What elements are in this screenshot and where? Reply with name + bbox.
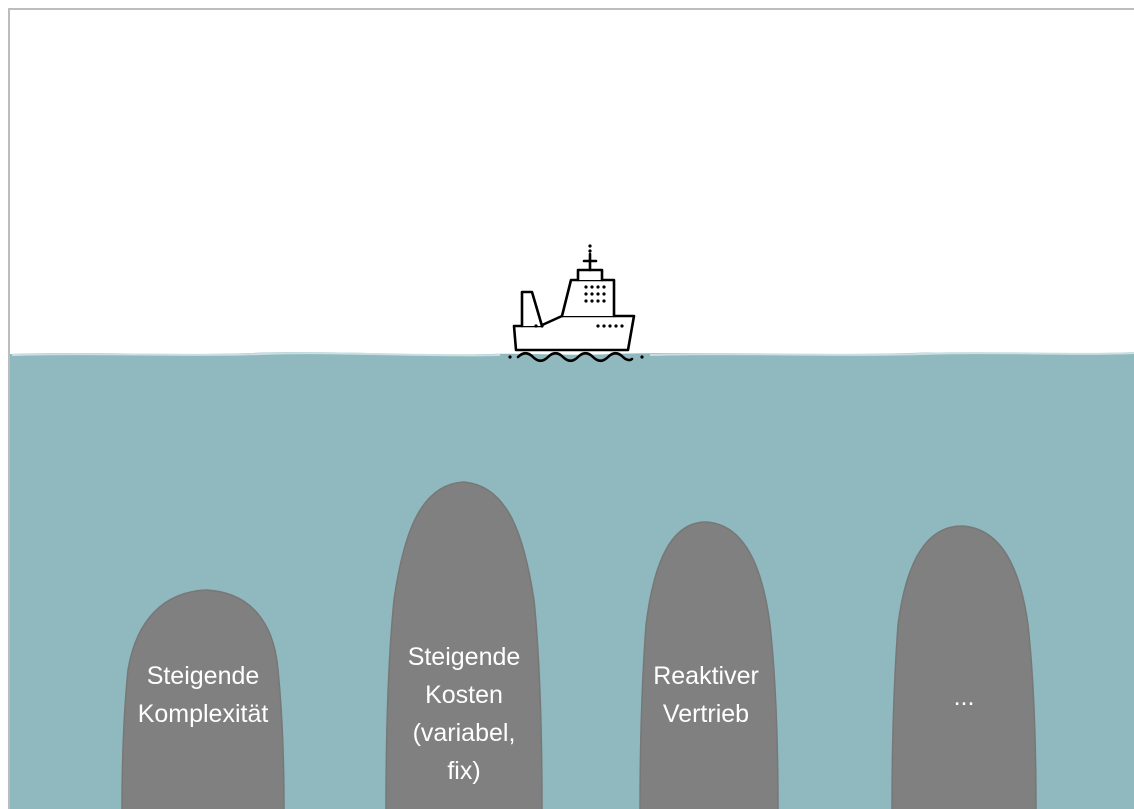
rock-label-sales: Reaktiver Vertrieb (653, 662, 759, 728)
rock-shape (121, 589, 285, 809)
water-body (10, 352, 1134, 809)
ship-icon (512, 252, 636, 363)
rock-shape (385, 481, 543, 809)
rock-shape (891, 525, 1037, 809)
rock-shape (639, 521, 779, 809)
diagram-frame: Steigende Komplexität Steigende Kosten (… (8, 8, 1134, 809)
iceberg-scene (10, 244, 1134, 809)
rock-label-costs: Steigende Kosten (variabel, fix) (407, 643, 521, 785)
water-surface-line (11, 352, 501, 357)
rock-label-complexity: Steigende Komplexität (137, 662, 269, 728)
water-surface-line (649, 352, 1134, 356)
ship-dots (508, 244, 644, 359)
rock-label-more: ... (953, 683, 975, 711)
